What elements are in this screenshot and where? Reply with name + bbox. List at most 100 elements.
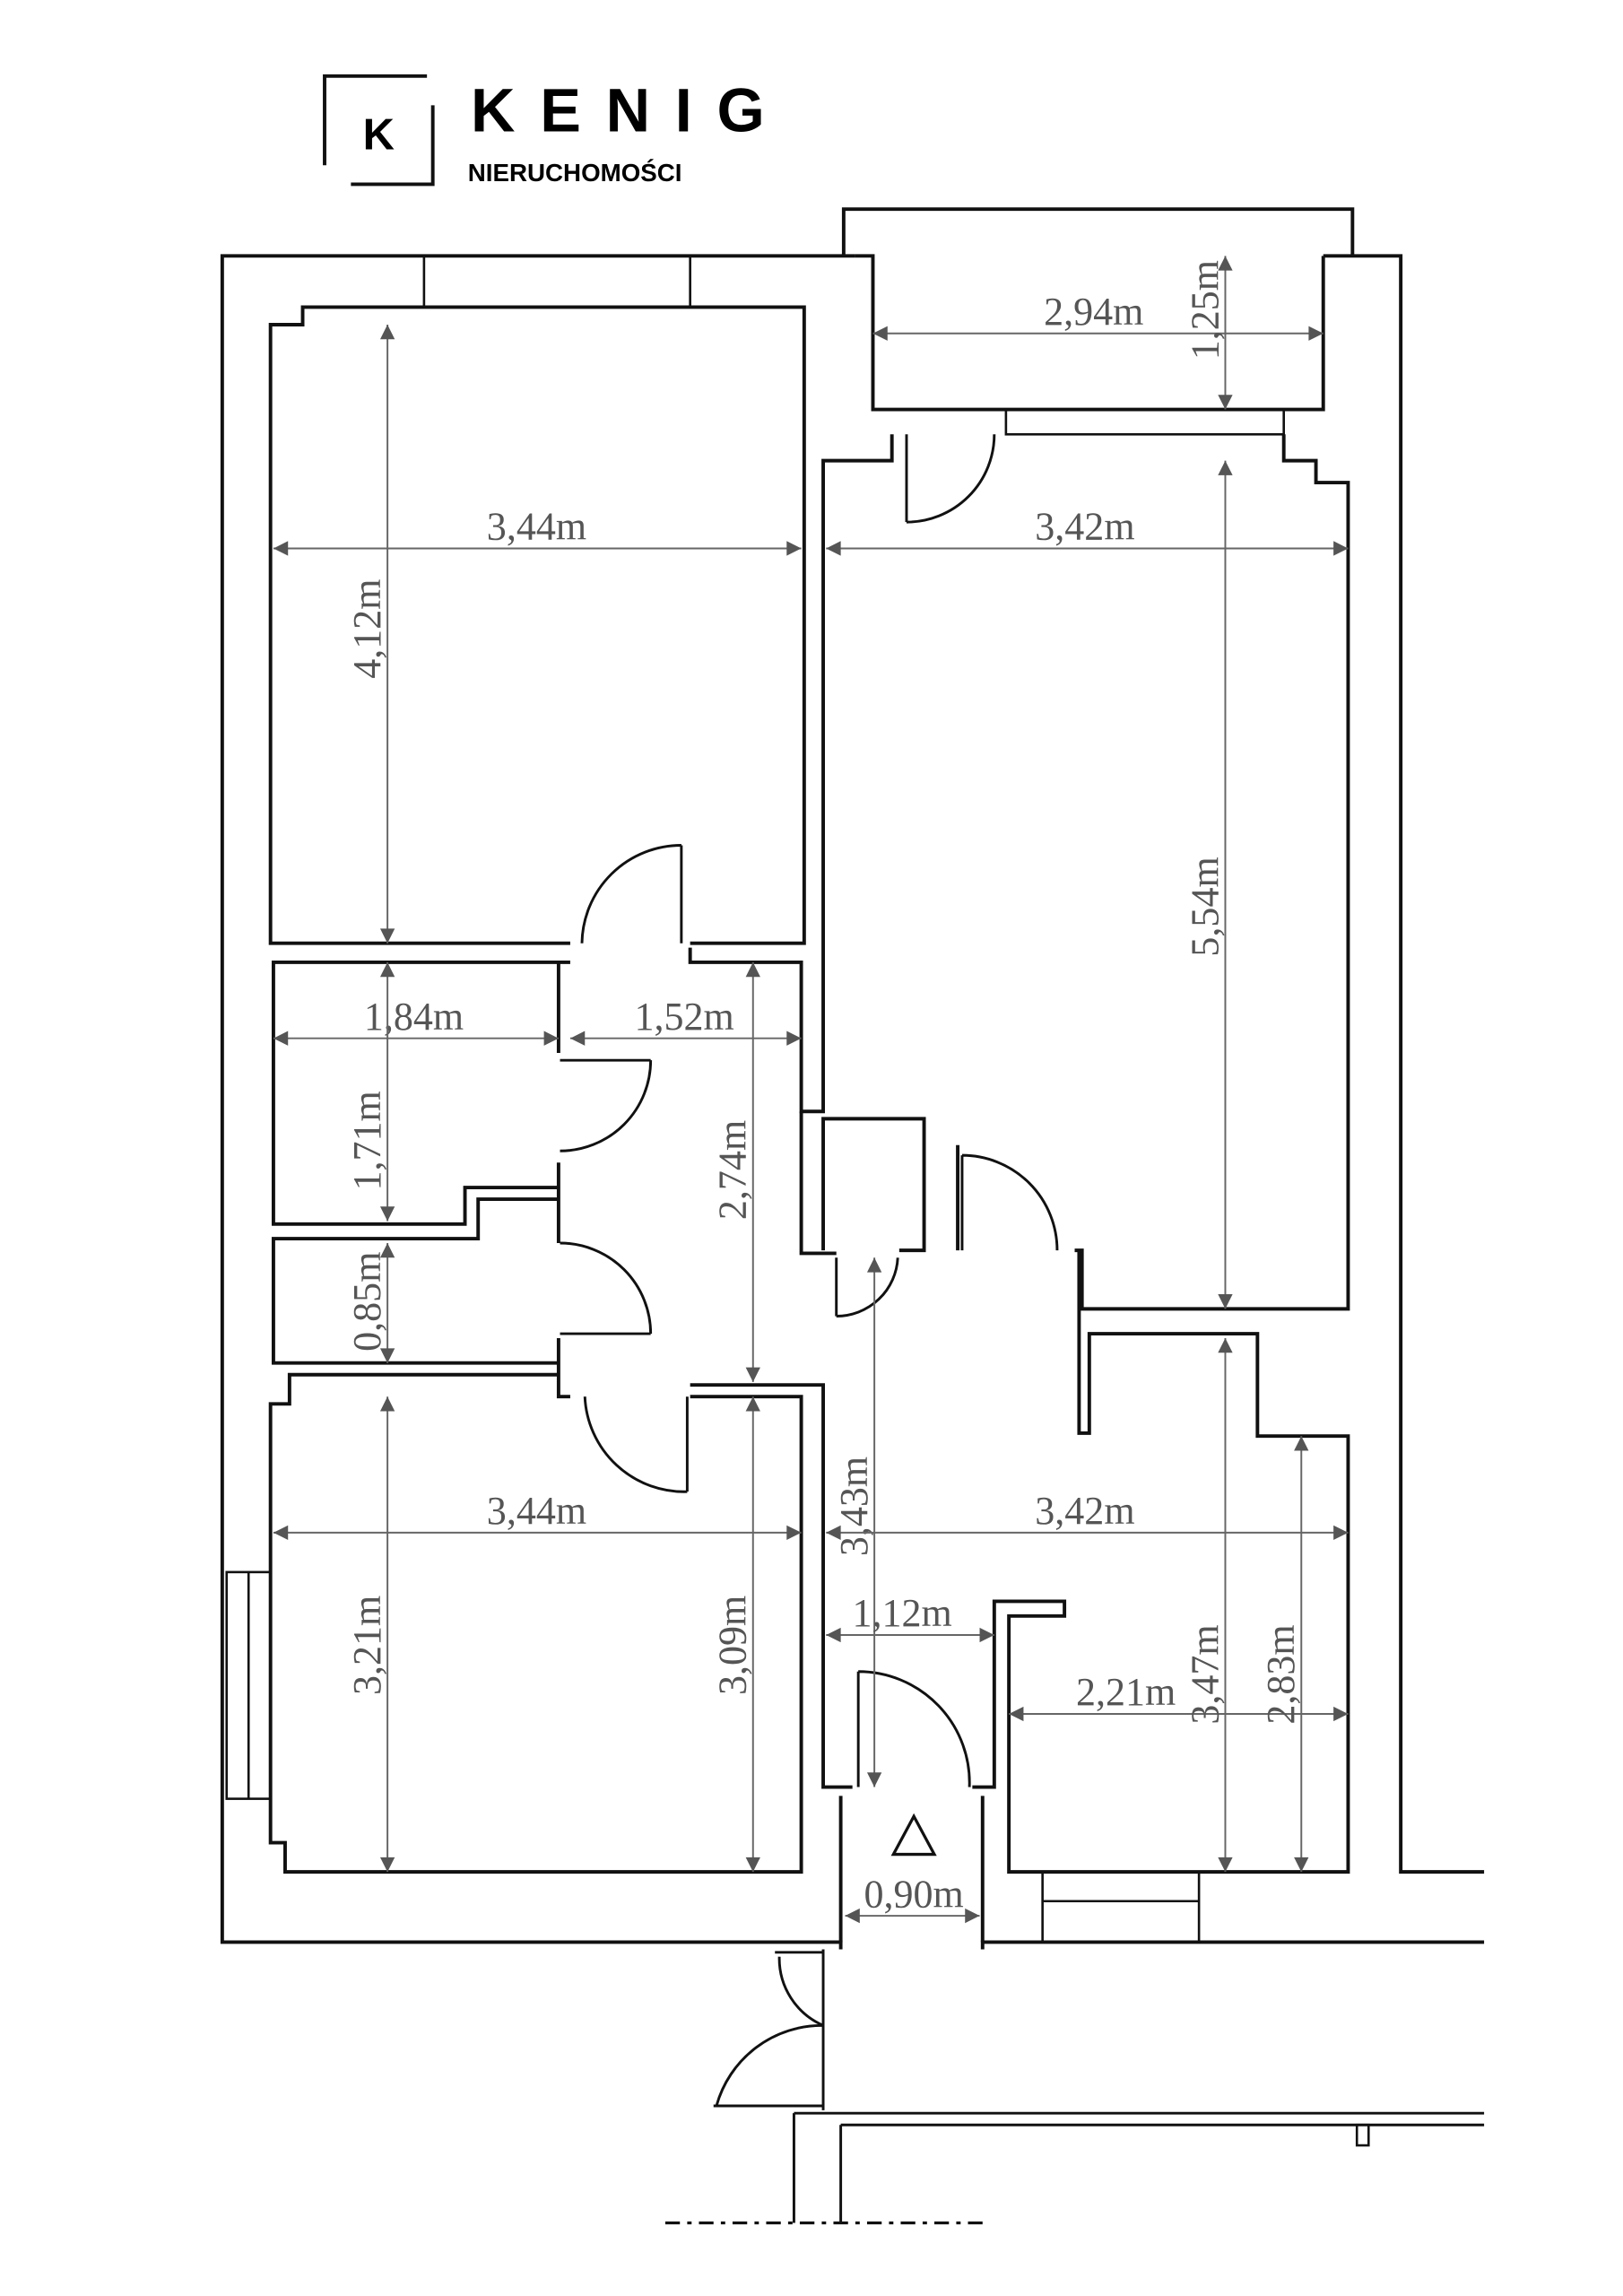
dimension-living-room: 3,42m xyxy=(826,505,1349,556)
bath-jamb xyxy=(556,960,570,1054)
dimension-wc: 0,85m xyxy=(345,1242,395,1363)
dimension-label: 2,74m xyxy=(711,1120,755,1220)
dimension-label: 3,42m xyxy=(1035,505,1134,549)
arrow-right-icon xyxy=(786,1525,802,1540)
arrow-up-icon xyxy=(1218,256,1233,271)
dimension-hall: 1,52m xyxy=(569,995,802,1046)
dimension-label: 3,43m xyxy=(832,1457,876,1556)
dimension-living-room: 5,54m xyxy=(1183,460,1233,1309)
dimension-label: 1,71m xyxy=(345,1091,389,1190)
dimension-bathroom: 1,71m xyxy=(345,961,395,1222)
dimension-label: 1,84m xyxy=(364,995,464,1039)
dimension-label: 2,21m xyxy=(1076,1670,1176,1714)
arrow-down-icon xyxy=(1218,395,1233,410)
dimension-label: 0,90m xyxy=(864,1872,964,1916)
arrow-left-icon xyxy=(273,1525,289,1540)
dimension-label: 5,54m xyxy=(1183,857,1227,956)
arrow-down-icon xyxy=(379,1206,395,1222)
balcony-inner xyxy=(855,254,1325,412)
door-living xyxy=(960,1153,1059,1251)
door-bathroom-kitchen xyxy=(856,1670,971,1787)
arrow-down-icon xyxy=(745,1367,760,1382)
arrow-left-icon xyxy=(872,326,888,341)
door-balcony xyxy=(905,434,996,524)
arrow-left-icon xyxy=(826,1627,841,1643)
outer-walls xyxy=(220,207,1485,1950)
dimension-hall: 2,74m xyxy=(711,961,760,1382)
dimension-label: 2,94m xyxy=(1044,290,1143,334)
dimension-kitchen: 2,83m xyxy=(1259,1436,1309,1873)
dimension-corridor: 3,43m xyxy=(832,1257,882,1787)
arrow-down-icon xyxy=(1218,1294,1233,1309)
arrow-left-icon xyxy=(273,1031,289,1046)
arrow-up-icon xyxy=(1294,1436,1309,1451)
room-kitchen xyxy=(972,1250,1350,1874)
dimension-bedroom-top: 4,12m xyxy=(345,324,395,944)
dimension-label: 3,47m xyxy=(1183,1624,1227,1724)
doors xyxy=(560,434,1485,2225)
dimension-entrance-door: 0,90m xyxy=(845,1872,980,1924)
logo-mark-letter: K xyxy=(363,110,395,159)
dimension-balcony: 1,25m xyxy=(1183,256,1233,410)
room-living-left xyxy=(688,434,894,1114)
door-bathroom xyxy=(560,1058,653,1152)
triangle-entrance-icon xyxy=(890,1813,937,1857)
arrow-left-icon xyxy=(1009,1706,1024,1722)
door-bedroom-bottom xyxy=(583,1396,689,1493)
logo-frame-top xyxy=(323,74,428,166)
arrow-right-icon xyxy=(786,541,802,556)
arrow-left-icon xyxy=(826,1525,841,1540)
door-closet xyxy=(835,1257,899,1318)
room-wc xyxy=(271,1197,559,1365)
room-living-right xyxy=(1074,434,1350,1311)
stairwell-walls xyxy=(792,2111,1485,2223)
rooms xyxy=(268,305,1350,1943)
entrance-walls xyxy=(838,1796,985,1943)
closet xyxy=(821,1117,926,1253)
arrow-down-icon xyxy=(379,1348,395,1363)
logo-name: KENIG xyxy=(471,76,789,145)
window-balcony-door xyxy=(1004,408,1285,436)
window-kitchen xyxy=(1041,1870,1201,1944)
dimension-label: 2,83m xyxy=(1259,1624,1303,1724)
dimension-label: 3,44m xyxy=(487,505,586,549)
dimension-label: 3,42m xyxy=(1035,1489,1134,1533)
arrow-left-icon xyxy=(569,1031,586,1046)
arrow-down-icon xyxy=(379,1857,395,1873)
arrow-down-icon xyxy=(745,1857,760,1873)
arrow-up-icon xyxy=(379,1396,395,1412)
arrow-up-icon xyxy=(1218,460,1233,475)
arrow-right-icon xyxy=(786,1031,802,1046)
arrow-down-icon xyxy=(1294,1857,1309,1873)
door-wc xyxy=(560,1241,653,1335)
dimension-label: 3,21m xyxy=(345,1596,389,1695)
dimension-label: 1,12m xyxy=(852,1591,951,1635)
dimension-bathroom: 1,84m xyxy=(273,995,559,1046)
arrow-up-icon xyxy=(745,1396,760,1412)
dimension-kitchen-area: 3,42m xyxy=(826,1489,1349,1540)
arrow-up-icon xyxy=(379,961,395,978)
arrow-left-icon xyxy=(826,541,841,556)
arrow-left-icon xyxy=(273,541,289,556)
arrow-up-icon xyxy=(379,324,395,340)
window-top-left xyxy=(422,255,691,309)
arrow-up-icon xyxy=(866,1257,882,1273)
room-bedroom-bottom xyxy=(268,1372,803,1874)
arrow-down-icon xyxy=(866,1772,882,1787)
dimension-label: 1,52m xyxy=(635,995,734,1039)
outer-wall-right xyxy=(1323,254,1485,1874)
dimension-label: 1,25m xyxy=(1183,260,1227,360)
stairwell-post xyxy=(1355,2123,1370,2147)
arrow-right-icon xyxy=(965,1908,980,1924)
arrow-right-icon xyxy=(1333,1706,1349,1722)
arrow-left-icon xyxy=(845,1908,860,1924)
dimension-bedroom-bottom: 3,44m xyxy=(273,1489,802,1540)
room-bedroom-top xyxy=(268,305,806,945)
hall-left-wall xyxy=(556,1162,570,1399)
dimension-entrance: 1,12m xyxy=(826,1591,994,1643)
dimension-label: 3,09m xyxy=(711,1596,755,1695)
arrow-right-icon xyxy=(543,1031,559,1046)
dimension-label: 4,12m xyxy=(345,579,389,679)
arrow-right-icon xyxy=(979,1627,994,1643)
arrow-up-icon xyxy=(745,961,760,978)
